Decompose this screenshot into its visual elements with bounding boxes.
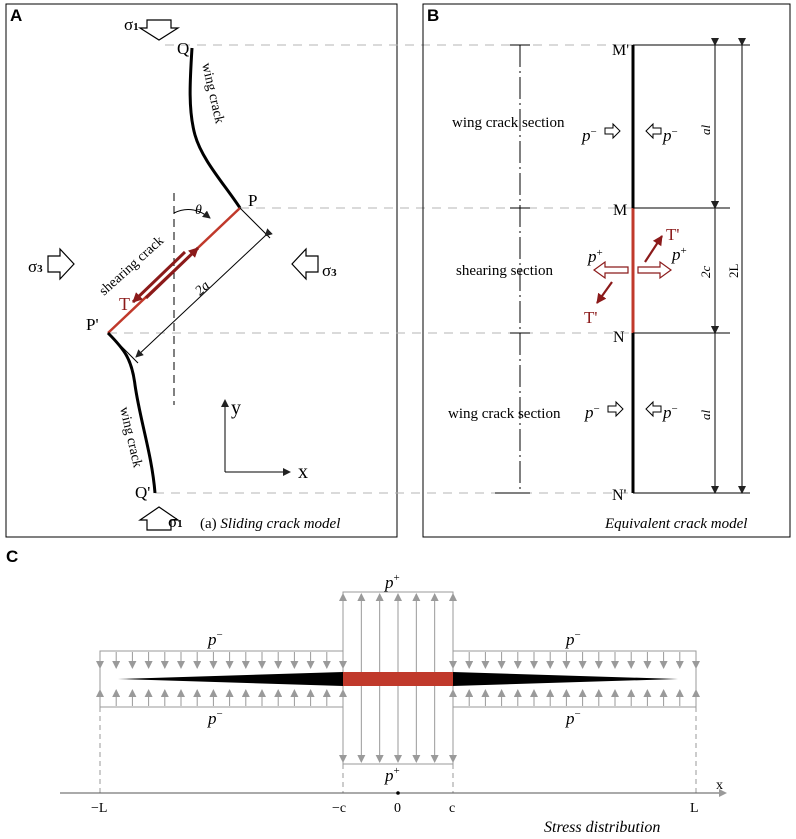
- dim-2a-line: [135, 228, 273, 358]
- panel-b: B M' M N N' al 2c al 2: [422, 3, 791, 538]
- theta-label: θ: [195, 203, 202, 218]
- t-prime-bottom: T': [584, 308, 597, 327]
- axis-x-label: x: [298, 461, 308, 483]
- p-minus-right-bottom-label: p−: [565, 708, 581, 728]
- sigma3-right-arrow-icon: [291, 247, 319, 281]
- sigma1-bottom-arrow-icon: [138, 506, 180, 531]
- panel-b-letter: B: [427, 6, 439, 25]
- sigma1-top-arrow-icon: [137, 19, 181, 41]
- axis-y-label: y: [231, 397, 241, 419]
- dim-2a-ext2: [107, 332, 139, 364]
- t-prime-top: T': [666, 225, 679, 244]
- x-axis-label: x: [716, 778, 723, 793]
- p-minus-top-right-arrow-icon: [645, 122, 662, 140]
- p-plus-left: p+: [587, 247, 603, 266]
- p-minus-top-right: p−: [662, 126, 678, 145]
- tick-c: c: [449, 801, 455, 816]
- dim-2c-label: 2c: [698, 266, 713, 279]
- tick-neg-l: −L: [91, 801, 107, 816]
- shearing-section-label: shearing section: [456, 263, 554, 279]
- panel-a-caption: (a) Sliding crack model: [200, 516, 340, 532]
- p-minus-right-top-label: p−: [565, 629, 581, 649]
- panel-b-caption: Equivalent crack model: [604, 516, 747, 532]
- crack-profile-left: [118, 672, 343, 686]
- point-n-prime: N': [612, 487, 627, 504]
- point-p-prime: P': [86, 315, 99, 334]
- dim-2a-ext1: [239, 207, 271, 239]
- p-plus-right-arrow-icon: [637, 260, 673, 280]
- t-prime-arrow-down: [596, 281, 613, 304]
- panel-b-frame: [422, 3, 791, 538]
- p-minus-left-top-label: p−: [207, 629, 223, 649]
- tick-l: L: [690, 801, 699, 816]
- sigma3-left-arrow-icon: [47, 247, 75, 281]
- panel-c-letter: C: [6, 547, 18, 566]
- point-p: P: [248, 191, 257, 210]
- section-bracket-ticks: [495, 44, 530, 494]
- sigma1-bottom-label: σ1: [168, 512, 183, 531]
- panel-c: C p+ p+ p− p− p− p− x −L −c 0: [6, 547, 727, 836]
- sigma3-left-label: σ3: [28, 257, 43, 276]
- sigma3-right-label: σ3: [322, 261, 337, 280]
- crack-profile-right: [453, 672, 678, 686]
- p-minus-bottom-left-arrow-icon: [607, 400, 624, 418]
- theta-arc: [173, 208, 211, 219]
- axis-guides: [99, 707, 697, 793]
- wing-crack-top: [188, 47, 242, 209]
- point-q-prime: Q': [135, 483, 150, 502]
- dim-2l-label: 2L: [726, 264, 741, 279]
- wing-crack-top-label: wing crack: [198, 62, 227, 126]
- p-minus-arrows: [96, 652, 700, 706]
- p-minus-bottom-right-arrow-icon: [645, 400, 662, 418]
- p-plus-right: p+: [671, 245, 687, 264]
- wing-section-top-label: wing crack section: [452, 115, 565, 131]
- wing-crack-bottom: [106, 331, 157, 494]
- panel-a: A σ1 σ1 σ3 σ3 wing crack Q P P' wing cra…: [5, 3, 633, 538]
- point-q: Q: [177, 39, 189, 58]
- panel-a-letter: A: [10, 6, 22, 25]
- shear-arrow-up: [144, 246, 200, 300]
- p-plus-top-label: p+: [384, 572, 400, 592]
- p-plus-left-arrow-icon: [592, 260, 629, 280]
- p-plus-down-arrows: [339, 686, 457, 763]
- p-minus-left-bottom-label: p−: [207, 708, 223, 728]
- t-prime-arrow-up: [644, 235, 663, 263]
- crack-profile-shear: [343, 672, 453, 686]
- dim-2a-label: 2a: [192, 278, 212, 299]
- p-minus-top-left: p−: [581, 126, 597, 145]
- shear-arrow-down: [131, 250, 187, 304]
- origin-dot: [396, 791, 400, 795]
- panel-a-frame: [5, 3, 398, 538]
- point-m-prime: M': [612, 42, 629, 59]
- wing-section-bottom-label: wing crack section: [448, 406, 561, 422]
- p-plus-bottom-label: p+: [384, 765, 400, 785]
- tick-zero: 0: [394, 801, 401, 816]
- p-plus-up-arrows: [339, 593, 457, 672]
- p-minus-bottom-left: p−: [584, 403, 600, 422]
- point-m: M: [613, 202, 627, 219]
- dim-al-top-label: al: [698, 125, 713, 136]
- p-minus-top-left-arrow-icon: [604, 122, 621, 140]
- panel-c-caption: Stress distribution: [544, 819, 660, 836]
- sigma1-top-label: σ1: [124, 15, 139, 34]
- point-n: N: [613, 329, 625, 346]
- p-minus-bottom-right: p−: [662, 403, 678, 422]
- t-label: T: [119, 294, 130, 314]
- dim-al-bottom-label: al: [698, 410, 713, 421]
- tick-neg-c: −c: [332, 801, 346, 816]
- guide-lines: [108, 44, 633, 494]
